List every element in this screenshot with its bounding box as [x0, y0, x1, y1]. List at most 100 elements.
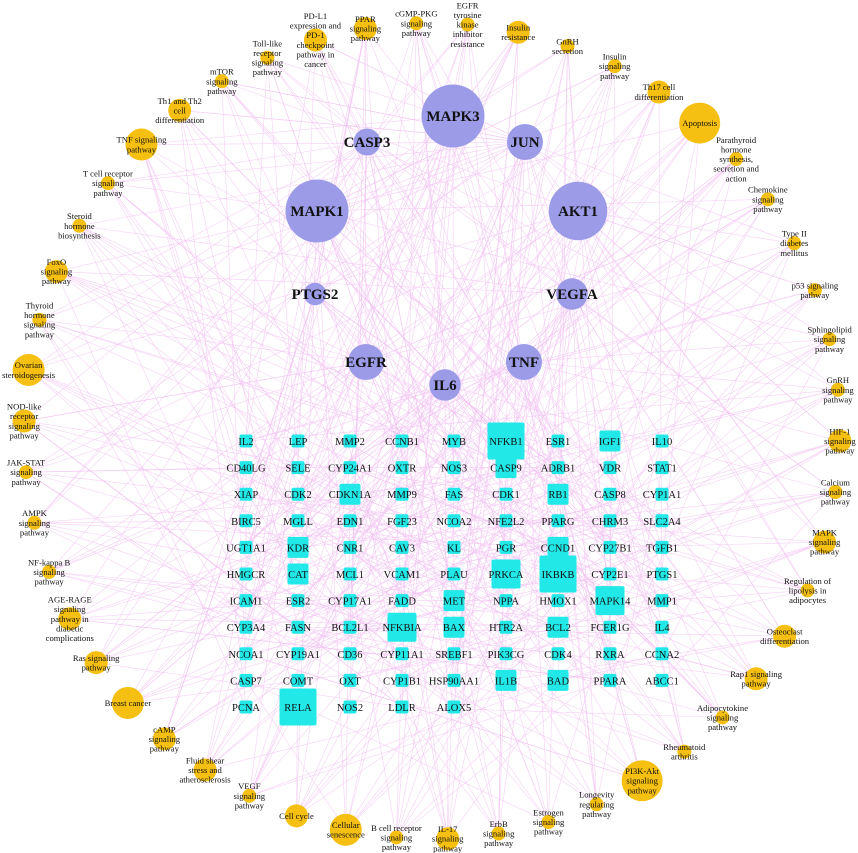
gene-node-bcl2[interactable]: BCL2	[545, 616, 571, 638]
gene-node-slc2a4[interactable]: SLC2A4	[643, 514, 681, 528]
hub-node-jun[interactable]: JUN	[507, 124, 543, 160]
gene-node-tgfb1[interactable]: TGFB1	[646, 540, 678, 555]
gene-node-nos2[interactable]: NOS2	[337, 700, 363, 715]
gene-node-cyp11a1[interactable]: CYP11A1	[380, 647, 424, 661]
gene-node-pcna[interactable]: PCNA	[232, 700, 260, 715]
gene-node-hmgcr[interactable]: HMGCR	[227, 567, 266, 582]
gene-node-pgr[interactable]: PGR	[496, 540, 516, 555]
gene-node-fgf23[interactable]: FGF23	[387, 514, 417, 528]
gene-node-ccnb1[interactable]: CCNB1	[385, 434, 419, 449]
gene-node-cyp1a1[interactable]: CYP1A1	[643, 487, 682, 502]
gene-node-comt[interactable]: COMT	[283, 673, 314, 688]
hub-node-casp3[interactable]: CASP3	[344, 128, 391, 156]
gene-node-fadd[interactable]: FADD	[388, 594, 416, 608]
gene-node-ldlr[interactable]: LDLR	[388, 700, 416, 715]
gene-node-fasn[interactable]: FASN	[285, 620, 311, 635]
gene-node-cyp17a1[interactable]: CYP17A1	[328, 594, 372, 608]
gene-node-cav3[interactable]: CAV3	[389, 540, 415, 555]
gene-node-nppa[interactable]: NPPA	[493, 594, 519, 608]
gene-node-srebf1[interactable]: SREBF1	[435, 647, 473, 661]
gene-node-il2[interactable]: IL2	[238, 434, 254, 449]
gene-node-rb1[interactable]: RB1	[547, 483, 569, 505]
pathway-node-breast-cancer[interactable]: Breast cancer	[105, 686, 152, 719]
gene-node-cat[interactable]: CAT	[287, 563, 309, 585]
gene-node-mgll[interactable]: MGLL	[283, 514, 313, 528]
gene-node-met[interactable]: MET	[443, 590, 466, 612]
gene-node-cyp19a1[interactable]: CYP19A1	[276, 647, 320, 661]
gene-node-esr2[interactable]: ESR2	[286, 594, 311, 608]
gene-node-cyp3a4[interactable]: CYP3A4	[227, 620, 266, 635]
gene-node-ccna2[interactable]: CCNA2	[645, 647, 679, 661]
gene-node-cd36[interactable]: CD36	[337, 647, 363, 661]
hub-node-mapk1[interactable]: MAPK1	[285, 179, 349, 243]
gene-node-casp7[interactable]: CASP7	[230, 673, 262, 688]
gene-node-plau[interactable]: PLAU	[440, 567, 468, 582]
hub-node-akt1[interactable]: AKT1	[548, 181, 608, 241]
gene-node-il4[interactable]: IL4	[654, 620, 670, 635]
gene-node-ncoa1[interactable]: NCOA1	[228, 647, 264, 661]
gene-node-cnr1[interactable]: CNR1	[337, 540, 364, 555]
gene-node-icam1[interactable]: ICAM1	[230, 594, 263, 608]
gene-node-fas[interactable]: FAS	[445, 487, 464, 502]
gene-node-mmp9[interactable]: MMP9	[387, 487, 417, 502]
hub-node-tnf[interactable]: TNF	[506, 344, 542, 380]
gene-node-nfe2l2[interactable]: NFE2L2	[488, 514, 525, 528]
gene-node-cdk2[interactable]: CDK2	[284, 487, 312, 502]
gene-node-mmp1[interactable]: MMP1	[647, 594, 677, 608]
gene-node-mapk14[interactable]: MAPK14	[590, 586, 632, 616]
gene-node-cdk4[interactable]: CDK4	[544, 647, 572, 661]
gene-node-il10[interactable]: IL10	[652, 434, 672, 449]
gene-node-igf1[interactable]: IGF1	[599, 430, 621, 452]
hub-node-vegfa[interactable]: VEGFA	[546, 278, 598, 310]
gene-node-myb[interactable]: MYB	[442, 434, 466, 449]
gene-node-hsp90aa1[interactable]: HSP90AA1	[429, 673, 479, 688]
gene-node-cyp2e1[interactable]: CYP2E1	[591, 567, 629, 582]
gene-node-ccnd1[interactable]: CCND1	[541, 536, 575, 558]
gene-node-casp8[interactable]: CASP8	[594, 487, 626, 502]
gene-node-vdr[interactable]: VDR	[599, 461, 621, 475]
gene-node-cyp24a1[interactable]: CYP24A1	[328, 461, 372, 475]
gene-node-prkca[interactable]: PRKCA	[488, 559, 524, 589]
gene-node-mcl1[interactable]: MCL1	[336, 567, 364, 582]
gene-node-xiap[interactable]: XIAP	[234, 487, 259, 502]
gene-node-adrb1[interactable]: ADRB1	[541, 461, 575, 475]
hub-node-il6[interactable]: IL6	[429, 369, 461, 401]
gene-node-ncoa2[interactable]: NCOA2	[436, 514, 472, 528]
gene-node-pparg[interactable]: PPARG	[542, 514, 575, 528]
gene-node-mmp2[interactable]: MMP2	[335, 434, 365, 449]
gene-node-kdr[interactable]: KDR	[287, 536, 309, 558]
gene-node-oxt[interactable]: OXT	[339, 673, 361, 688]
gene-node-cdk1[interactable]: CDK1	[492, 487, 520, 502]
gene-node-sele[interactable]: SELE	[285, 461, 311, 475]
gene-node-pik3cg[interactable]: PIK3CG	[488, 647, 525, 661]
